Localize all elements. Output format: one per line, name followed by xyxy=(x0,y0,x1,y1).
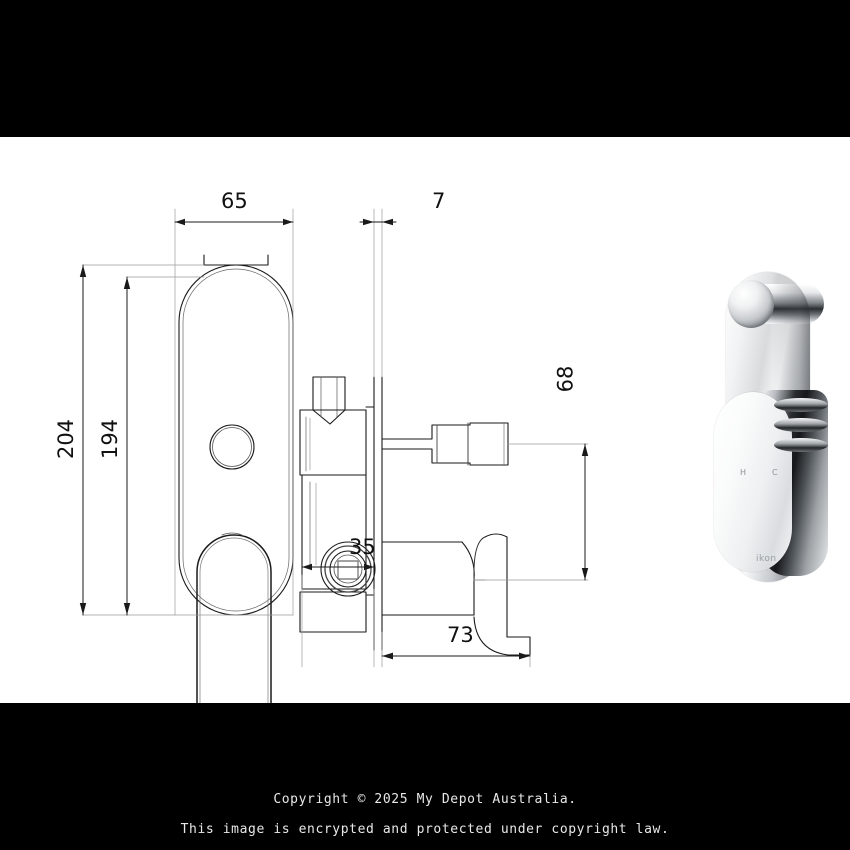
copyright-notice: Copyright © 2025 My Depot Australia. Thi… xyxy=(0,785,850,845)
dim-label-centre-to-diverter: 68 xyxy=(553,365,578,393)
product-photo: H C ikon xyxy=(700,272,828,590)
product-lever-handle xyxy=(714,392,792,572)
product-hot-marking: H xyxy=(740,468,747,477)
product-lever-ridge-2 xyxy=(774,418,828,432)
letterbox-bar-bottom xyxy=(0,703,850,850)
dim-arrow-68-top xyxy=(581,444,589,456)
side-view-cartridge-ring-outer xyxy=(320,541,376,597)
front-view-diverter-inner xyxy=(212,427,252,467)
side-view-body-middle xyxy=(301,474,367,590)
product-lever-ridge-1 xyxy=(774,398,828,412)
side-view-lever-curve-right xyxy=(473,536,486,581)
front-view-diverter-outer xyxy=(209,424,255,470)
dim-label-projection-overall: 73 xyxy=(447,623,474,647)
front-view-faceplate-bevel xyxy=(182,268,290,612)
dim-label-height-overall: 204 xyxy=(54,418,79,460)
dim-arrow-65-left xyxy=(175,218,185,226)
dim-label-body-depth: 35 xyxy=(349,535,376,559)
product-diverter-cap xyxy=(728,280,774,328)
dim-arrow-194-top xyxy=(123,277,131,289)
side-view-cartridge-square xyxy=(337,560,359,580)
dim-arrow-194-bottom xyxy=(123,603,131,615)
dim-arrow-35-right xyxy=(364,563,374,571)
front-view-lever-tab xyxy=(221,532,243,536)
product-brand-logo: ikon xyxy=(756,554,777,564)
technical-drawing-area: 65 204 194 7 68 35 73 xyxy=(0,137,850,703)
front-view-faceplate-outer xyxy=(178,264,294,616)
technical-drawing-svg xyxy=(79,208,589,703)
side-view-lever-tip-cap xyxy=(484,533,508,538)
side-view-diverter-spindle xyxy=(381,422,509,466)
letterbox-bar-top xyxy=(0,0,850,137)
dim-arrow-7-right xyxy=(382,218,393,226)
dim-arrow-204-top xyxy=(79,265,87,277)
side-view-lever-curve-left xyxy=(461,541,475,581)
front-view-lever-inner xyxy=(199,537,269,703)
dim-arrow-7-left xyxy=(363,218,374,226)
side-view-cartridge-core xyxy=(333,554,363,584)
dim-arrow-35-left xyxy=(302,563,312,571)
dim-arrow-68-bottom xyxy=(581,568,589,580)
side-view-lever-back xyxy=(506,636,531,656)
side-view-body-lower xyxy=(299,591,367,633)
side-view-diverter-cap xyxy=(312,376,346,425)
front-view-lever-outer xyxy=(196,534,272,703)
dim-arrow-73-left xyxy=(382,652,393,660)
dim-arrow-73-right xyxy=(519,652,530,660)
dim-arrow-65-right xyxy=(283,218,293,226)
side-view-lever-skirt xyxy=(473,616,509,656)
product-lever-ridge-3 xyxy=(774,438,828,452)
copyright-line-1: Copyright © 2025 My Depot Australia. xyxy=(273,792,577,807)
copyright-line-2: This image is encrypted and protected un… xyxy=(180,822,670,837)
front-view-top-tab xyxy=(203,254,269,266)
dim-label-height-plate: 194 xyxy=(98,418,123,460)
dim-arrow-204-bottom xyxy=(79,603,87,615)
dim-label-plate-thickness: 7 xyxy=(432,189,446,213)
product-cold-marking: C xyxy=(772,468,778,477)
dim-label-width-overall: 65 xyxy=(221,189,248,213)
side-view-cartridge-ring-mid xyxy=(324,545,372,593)
